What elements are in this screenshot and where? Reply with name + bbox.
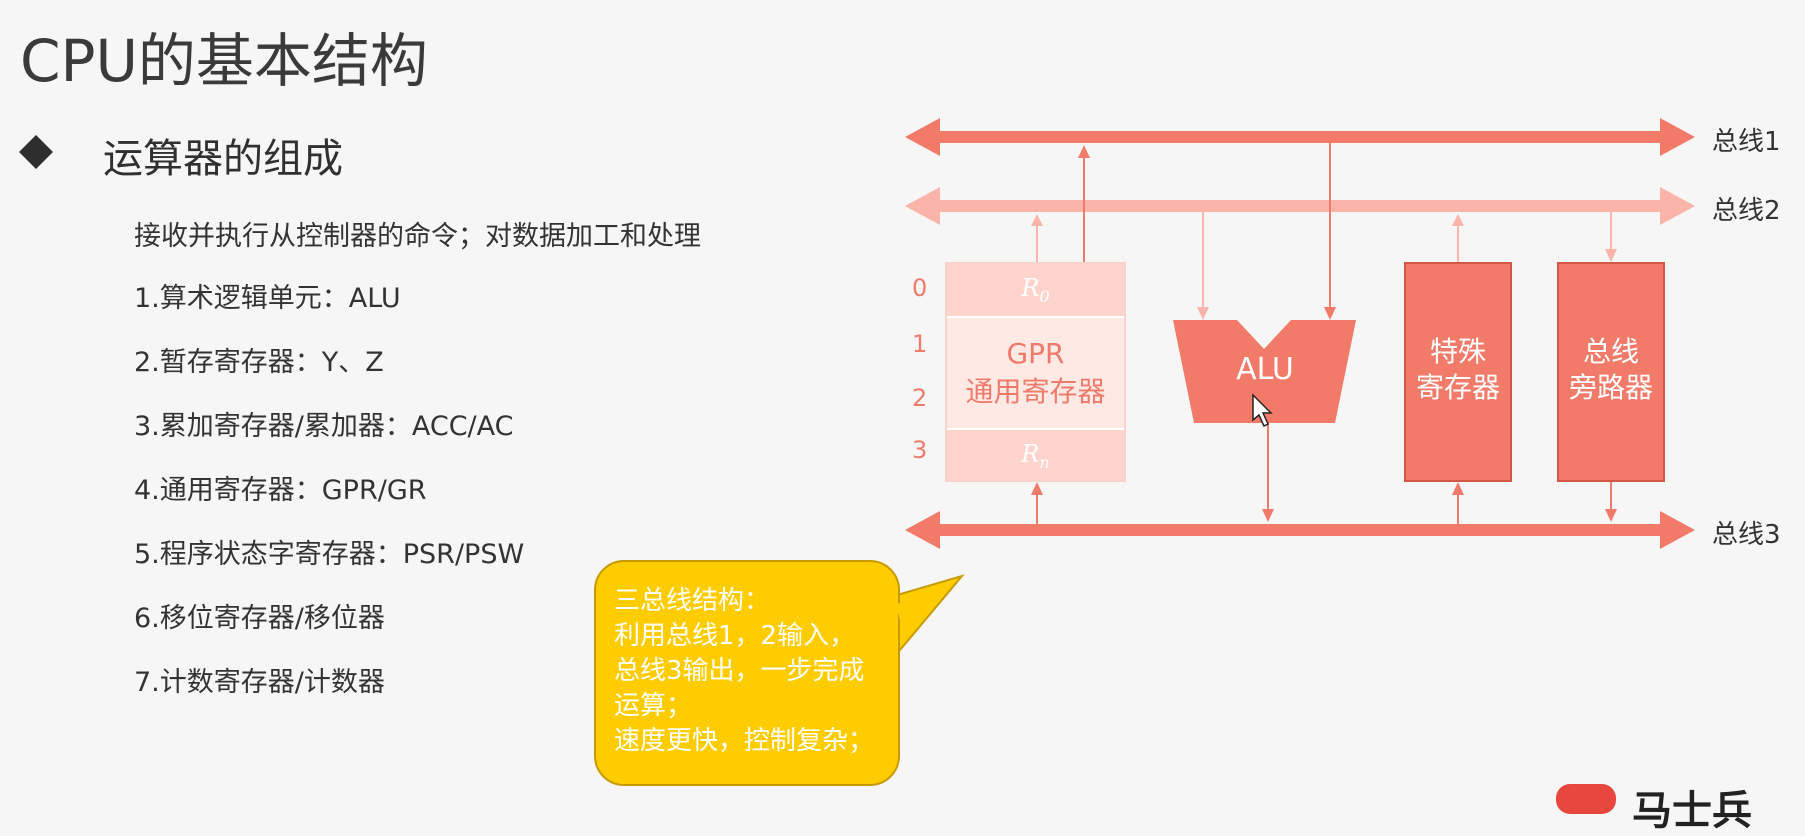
gpr-divider [947,316,1124,318]
three-bus-diagram [905,118,1695,549]
logo-text: 马士兵 [1632,788,1752,834]
gpr-register-block: R0 GPR 通用寄存器 Rn [945,262,1126,482]
alu-label: ALU [1236,352,1294,387]
register-index: 2 [912,384,928,412]
register-index: 0 [912,274,928,302]
bus-bypass-line2: 旁路器 [1568,371,1653,404]
gpr-to-bus2-line [1031,214,1043,262]
register-index: 1 [912,330,928,358]
bypass-to-bus3-line [1605,482,1617,522]
section-heading: 运算器的组成 [103,136,343,182]
special-register-line1: 特殊 [1429,335,1486,368]
list-item: 7.计数寄存器/计数器 [134,667,385,698]
list-item: 1.算术逻辑单元：ALU [134,283,401,314]
gpr-line1: GPR [1006,337,1065,370]
register-index: 3 [912,436,928,464]
register-rn-label: Rn [1021,440,1050,472]
gpr-cell-rn [947,430,1124,480]
callout-line: 速度更快，控制复杂； [614,726,875,756]
bus-bypass-block: 总线 旁路器 [1557,262,1665,482]
mouse-cursor-icon [1252,393,1273,428]
list-item: 4.通用寄存器：GPR/GR [134,475,427,506]
list-item: 5.程序状态字寄存器：PSR/PSW [134,539,525,570]
bus2-to-alu-line [1197,212,1209,320]
list-item: 6.移位寄存器/移位器 [134,603,385,634]
bus-3-label: 总线3 [1712,520,1781,550]
bus-2-label: 总线2 [1712,196,1781,226]
bus2-to-bypass-line [1605,212,1617,262]
list-item: 2.暂存寄存器：Y、Z [134,347,384,378]
register-r0-label: R0 [1021,274,1050,306]
gpr-to-bus1-line [1078,145,1090,262]
section-intro: 接收并执行从控制器的命令；对数据加工和处理 [134,221,701,252]
gpr-divider [947,428,1124,430]
alu-shape [1173,320,1356,423]
bus-bypass-line1: 总线 [1582,335,1639,368]
bus3-to-special-reg-line [1452,482,1464,524]
special-register-block: 特殊 寄存器 [1404,262,1512,482]
special-register-line2: 寄存器 [1415,371,1500,404]
bus-1-label: 总线1 [1712,127,1781,157]
bus-2-arrow [905,187,1695,225]
callout-line: 利用总线1，2输入， [614,621,856,651]
special-reg-to-bus2-line [1452,214,1464,262]
callout-tail [878,574,965,652]
three-bus-callout: 三总线结构： 利用总线1，2输入， 总线3输出，一步完成运算； 速度更快，控制复… [594,560,900,786]
alu-to-bus3-line [1262,423,1274,522]
gpr-cell-r0 [947,264,1124,316]
logo-badge-icon [1556,784,1616,814]
bus3-to-gpr-line [1031,482,1043,524]
list-item: 3.累加寄存器/累加器：ACC/AC [134,411,514,442]
bus-3-arrow [905,511,1695,549]
page-title: CPU的基本结构 [20,27,428,95]
bus-1-arrow [905,118,1695,156]
callout-line: 总线3输出，一步完成运算； [614,656,865,721]
bus1-to-alu-line [1324,143,1336,320]
callout-line: 三总线结构： [614,586,771,616]
gpr-line2: 通用寄存器 [965,375,1106,408]
